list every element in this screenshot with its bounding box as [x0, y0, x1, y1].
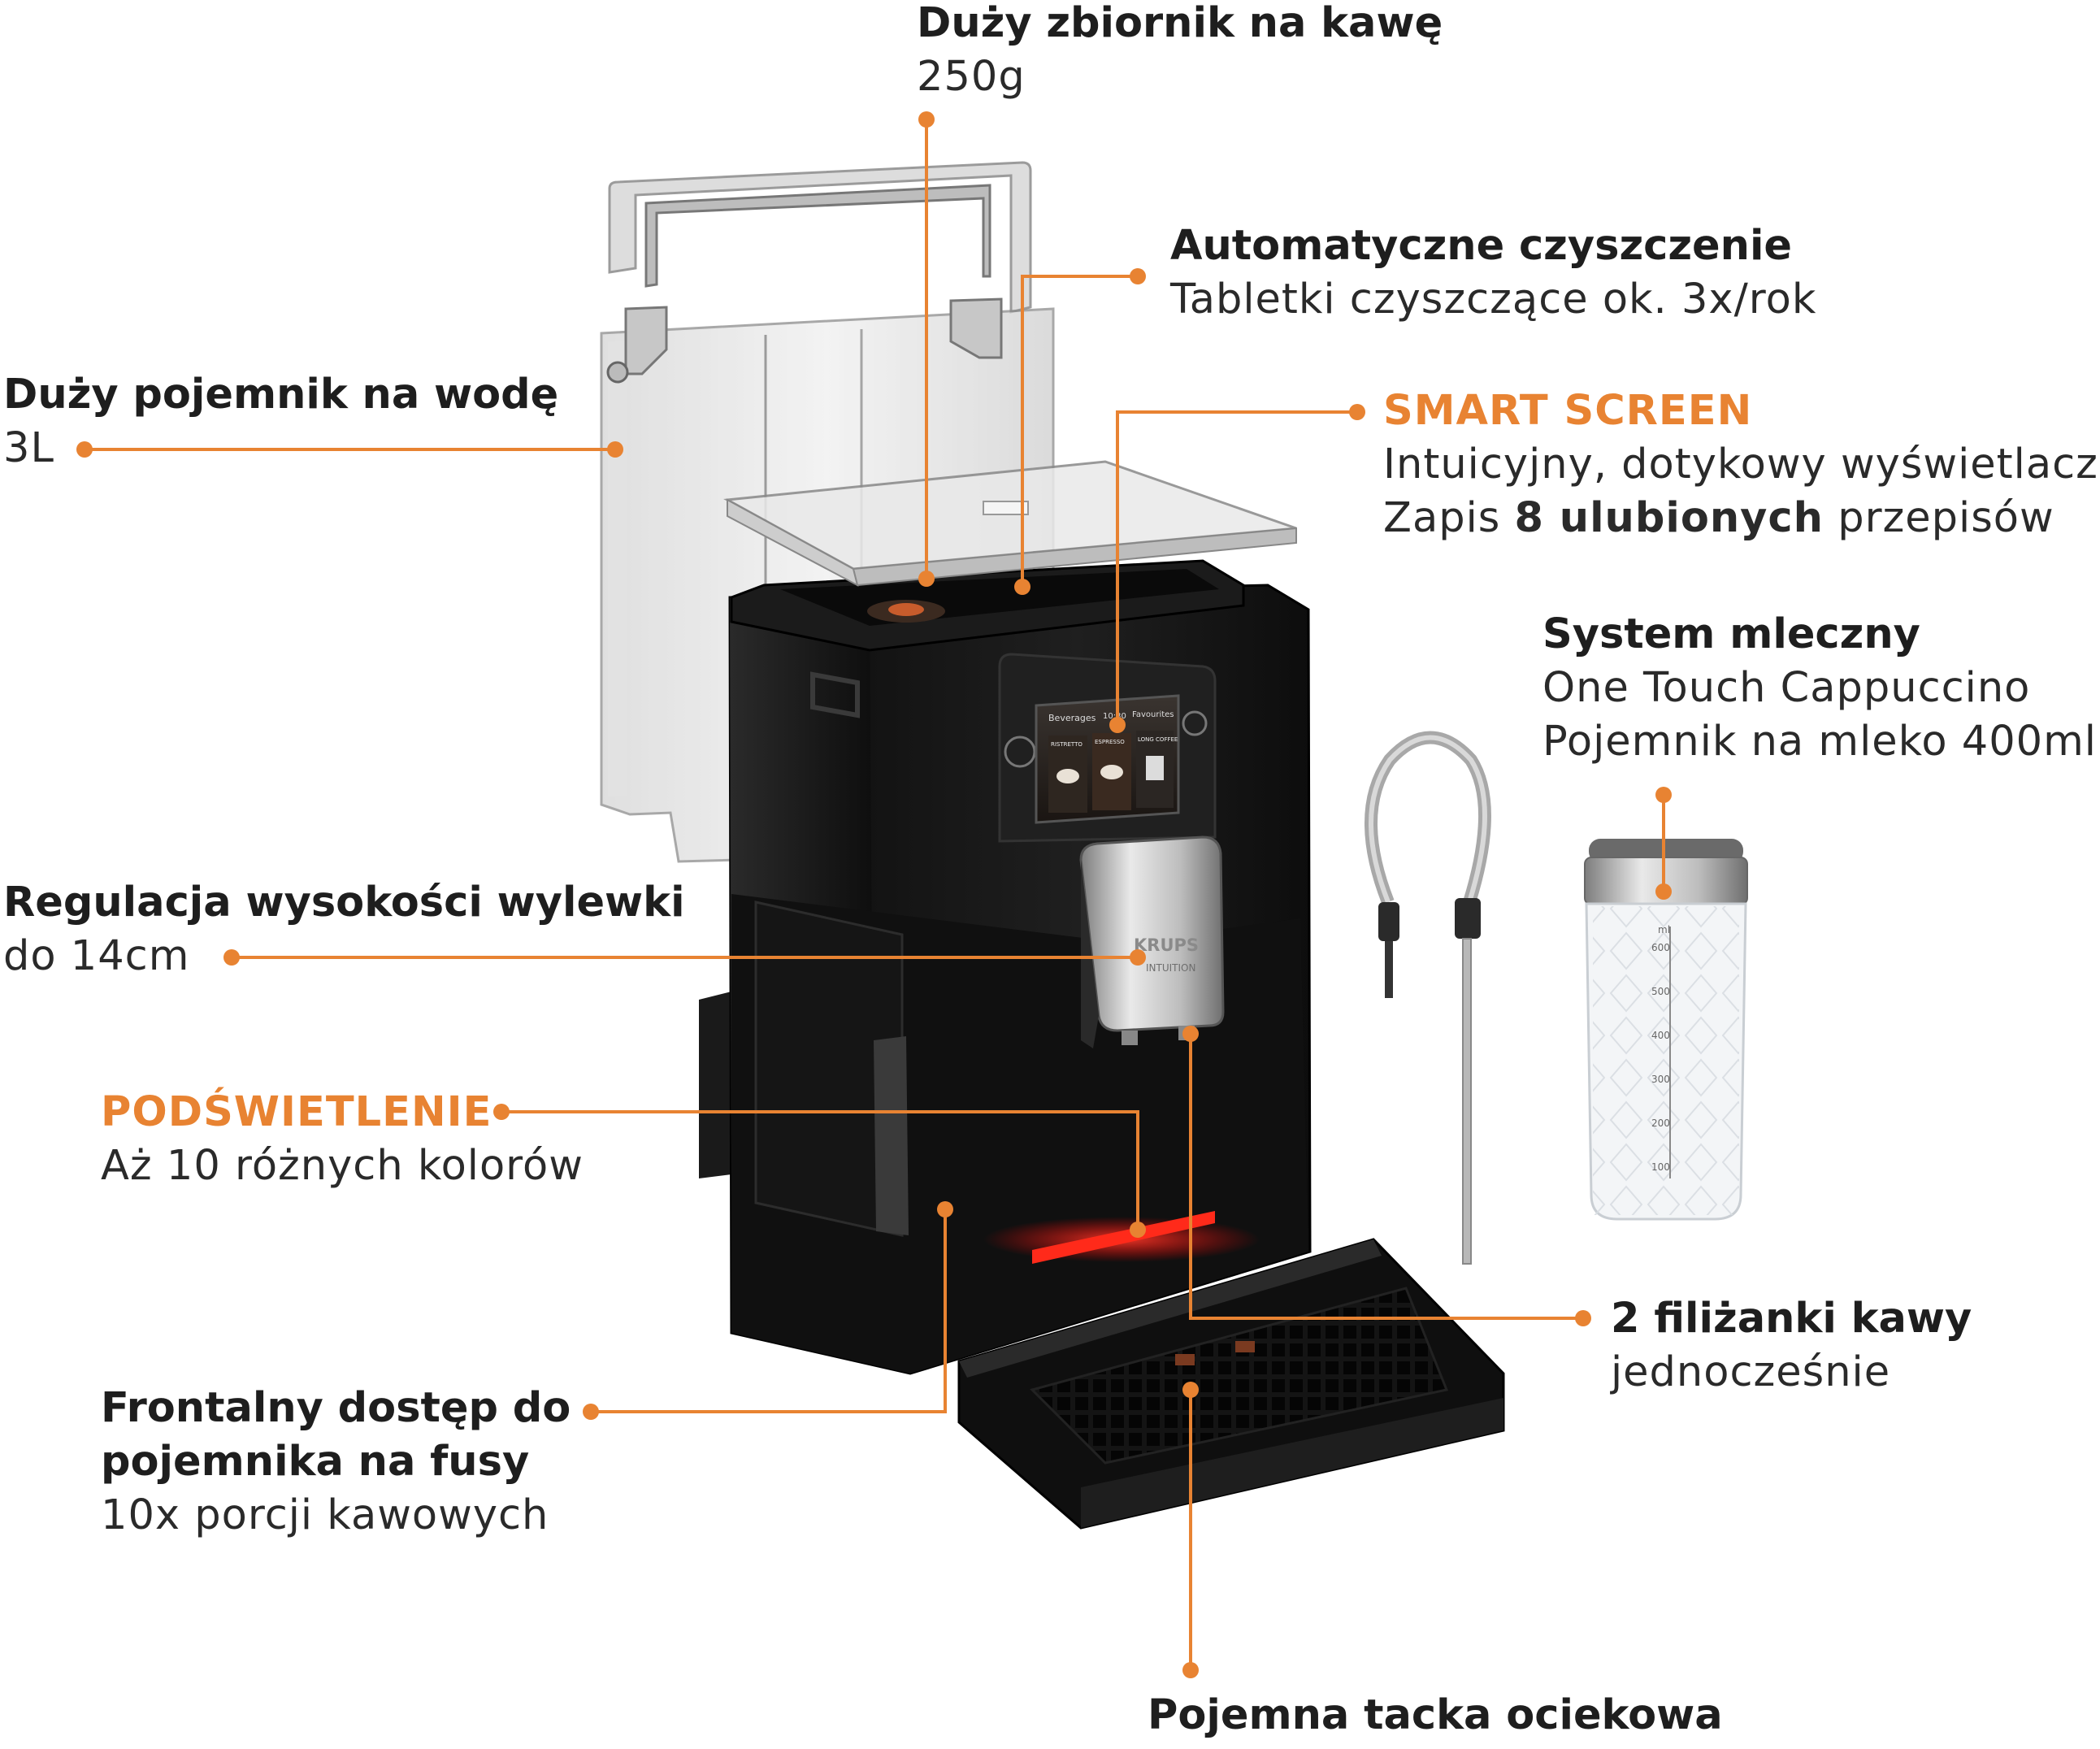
callout-two-cups: 2 filiżanki kawy jednocześnie: [1611, 1292, 1972, 1400]
dot-grounds: [937, 1201, 953, 1217]
smart-screen: Beverages 10:30 Favourites RISTRETTO ESP…: [1035, 694, 1180, 824]
callout-spout-height: Regulacja wysokości wylewki do 14cm: [3, 876, 685, 983]
callout-subtitle: 10x porcji kawowych: [101, 1491, 549, 1539]
leader-two-cups: [1189, 1034, 1583, 1320]
leader-auto-clean: [1021, 275, 1138, 587]
dot-backlight: [1130, 1222, 1146, 1238]
callout-subtitle: Tabletki czyszczące ok. 3x/rok: [1170, 276, 1817, 323]
screen-header: Beverages: [1048, 713, 1096, 723]
screen-tile-2: ESPRESSO: [1095, 739, 1125, 745]
callout-title: SMART SCREEN: [1383, 387, 1753, 435]
dot-spout: [1130, 949, 1146, 966]
scale-500: 500: [1651, 986, 1670, 997]
dot-smart-screen: [1109, 717, 1126, 733]
callout-coffee-tank: Duży zbiornik na kawę 250g: [917, 0, 1443, 104]
milk-tube: [1365, 731, 1491, 1265]
bean-hopper: [723, 460, 1297, 652]
leader-backlight: [501, 1110, 1139, 1230]
callout-subtitle: do 14cm: [3, 932, 190, 980]
callout-title: Pojemna tacka ociekowa: [1148, 1691, 1723, 1739]
scale-unit: ml: [1658, 924, 1670, 935]
drip-tray: [957, 1238, 1505, 1530]
dot-smart-screen-end: [1349, 404, 1365, 420]
dot-auto-clean: [1014, 579, 1030, 595]
callout-subtitle: jednocześnie: [1611, 1348, 1891, 1396]
brand-logo: KRUPS: [1134, 935, 1199, 955]
callout-subtitle: 250g: [917, 53, 1026, 101]
dot-milk-system-end: [1655, 787, 1672, 803]
leader-grounds: [591, 1209, 947, 1413]
callout-subtitle: Intuicyjny, dotykowy wyświetlacz: [1383, 441, 2098, 488]
scale-400: 400: [1651, 1030, 1670, 1041]
dot-coffee-tank: [918, 571, 935, 587]
milk-scale: ml 600 500 400 300 200 100: [1651, 924, 1671, 1178]
screen-tile-1: RISTRETTO: [1051, 741, 1083, 748]
callout-title: Automatyczne czyszczenie: [1170, 222, 1793, 270]
leader-smart-screen: [1116, 410, 1357, 725]
callout-title: System mleczny: [1542, 610, 1920, 658]
callout-backlight: PODŚWIETLENIE Aż 10 różnych kolorów: [101, 1086, 584, 1193]
scale-200: 200: [1651, 1118, 1670, 1129]
callout-title: Duży pojemnik na wodę: [3, 371, 559, 419]
dot-coffee-tank-end: [918, 111, 935, 128]
callout-title: PODŚWIETLENIE: [101, 1088, 492, 1136]
callout-smart-screen: SMART SCREEN Intuicyjny, dotykowy wyświe…: [1383, 384, 2098, 545]
brand-model: INTUITION: [1146, 962, 1195, 974]
screen-tile-3: LONG COFFEE: [1138, 736, 1178, 743]
milk-container: ml 600 500 400 300 200 100: [1584, 839, 1748, 1221]
callout-subtitle: Aż 10 różnych kolorów: [101, 1142, 584, 1190]
dot-milk-system: [1655, 883, 1672, 900]
coffee-spout: KRUPS INTUITION: [1079, 835, 1225, 1048]
callout-title: Frontalny dostęp do: [101, 1384, 571, 1432]
dot-grounds-end: [583, 1404, 599, 1420]
screen-time: 10:30: [1103, 712, 1126, 721]
callout-milk-system: System mleczny One Touch Cappuccino Poje…: [1542, 608, 2097, 769]
screen-favorites: Favourites: [1132, 710, 1174, 719]
callout-subtitle-2: Zapis 8 ulubionych przepisów: [1383, 494, 2054, 542]
callout-grounds-access: Frontalny dostęp do pojemnika na fusy 10…: [101, 1382, 571, 1543]
leader-lines: [85, 119, 1665, 1670]
scale-100: 100: [1651, 1161, 1670, 1173]
dot-water-tank: [607, 441, 623, 458]
scale-600: 600: [1651, 942, 1670, 953]
callout-water-tank: Duży pojemnik na wodę 3L: [3, 368, 558, 475]
callout-subtitle-2: Pojemnik na mleko 400ml: [1542, 718, 2097, 766]
dot-drip-tray-end: [1182, 1662, 1199, 1678]
callout-title: Regulacja wysokości wylewki: [3, 879, 685, 927]
dot-water-tank-end: [76, 441, 93, 458]
dot-drip-tray: [1182, 1382, 1199, 1398]
callout-dots: [76, 111, 1672, 1678]
callout-title: 2 filiżanki kawy: [1611, 1295, 1972, 1343]
dot-spout-end: [223, 949, 240, 966]
callout-title: Duży zbiornik na kawę: [917, 0, 1443, 47]
dot-auto-clean-end: [1130, 268, 1146, 284]
callout-drip-tray: Pojemna tacka ociekowa: [1148, 1689, 1723, 1742]
callout-subtitle: One Touch Cappuccino: [1542, 664, 2031, 712]
callout-auto-clean: Automatyczne czyszczenie Tabletki czyszc…: [1170, 219, 1816, 327]
callout-title-2: pojemnika na fusy: [101, 1438, 530, 1486]
dot-two-cups-end: [1575, 1310, 1591, 1326]
scale-300: 300: [1651, 1074, 1670, 1085]
dot-backlight-end: [493, 1104, 510, 1120]
dot-two-cups: [1182, 1026, 1199, 1042]
callout-subtitle: 3L: [3, 424, 54, 472]
